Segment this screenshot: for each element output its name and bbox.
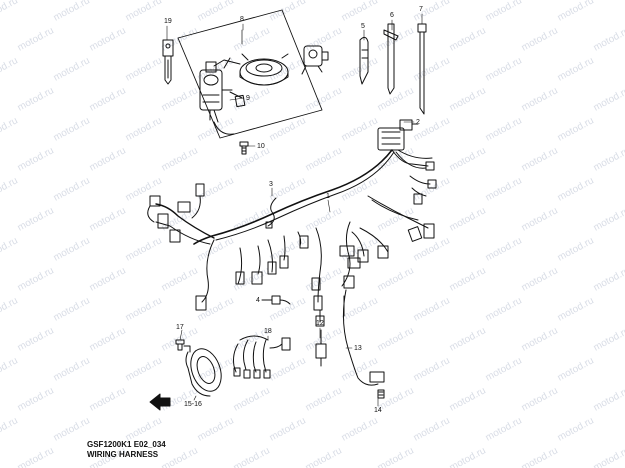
screw-10: [239, 141, 249, 155]
callout-6: 6: [390, 12, 394, 19]
front-arrow: [149, 393, 171, 411]
callout-4: 4: [256, 297, 260, 304]
callout-2: 2: [416, 119, 420, 126]
callout-1: 1: [326, 193, 330, 200]
bolt-17: [175, 339, 185, 351]
callout-3: 3: [269, 181, 273, 188]
callout-10: 10: [257, 143, 265, 150]
diagram-title: WIRING HARNESS: [87, 450, 159, 459]
callout-8: 8: [240, 16, 244, 23]
leader-lines: [166, 13, 423, 407]
callout-18: 18: [264, 328, 272, 335]
callout-15-16: 15-16: [184, 401, 202, 408]
callout-9: 9: [246, 95, 250, 102]
main-harness: [147, 127, 437, 327]
lead-13: [342, 289, 385, 386]
callout-7: 7: [419, 6, 423, 13]
callout-14: 14: [374, 407, 382, 414]
ignition-key: [162, 39, 174, 85]
sensor-12: [315, 329, 327, 367]
horn: [183, 345, 222, 397]
callout-5: 5: [361, 23, 365, 30]
clamp-5: [359, 36, 369, 85]
seat-lock: [301, 45, 329, 75]
ignition-set-box: [177, 9, 323, 139]
callout-13: 13: [354, 345, 362, 352]
screw-14: [377, 389, 385, 399]
cable-tie-7: [417, 23, 427, 115]
callout-12: 12: [316, 320, 324, 327]
relay-2: [399, 119, 419, 131]
lead-wire-3: [265, 197, 277, 229]
diagram-code: GSF1200K1 E02_034: [87, 440, 166, 449]
callout-19: 19: [164, 18, 172, 25]
fuel-tank-cap: [239, 53, 289, 86]
clamp-6: [383, 23, 399, 95]
plug-caps-18: [233, 335, 291, 379]
callout-17: 17: [176, 324, 184, 331]
ignition-switch: [199, 57, 246, 135]
